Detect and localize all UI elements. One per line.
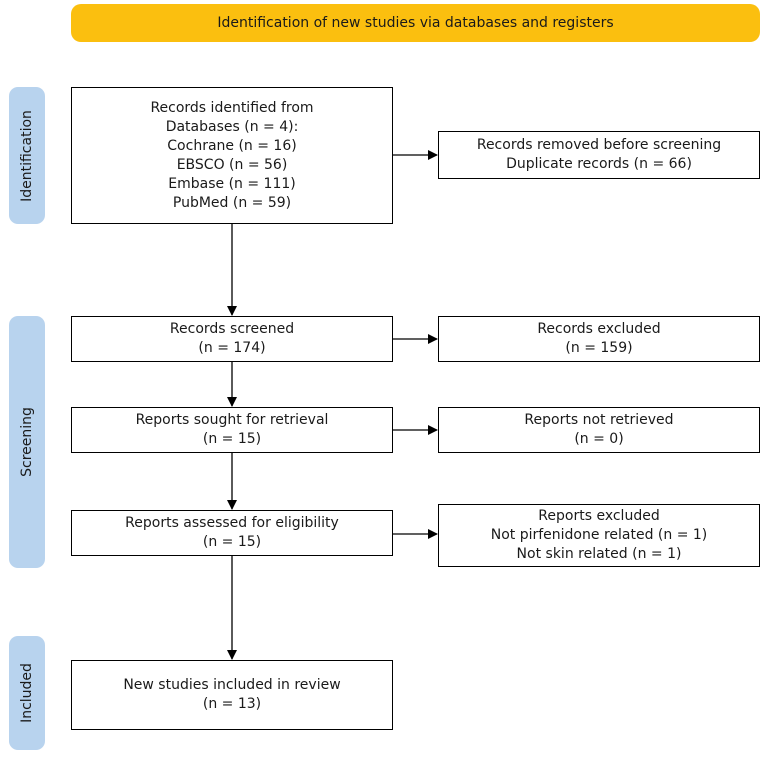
box-records-excluded: Records excluded (n = 159) (438, 316, 760, 362)
box-line: (n = 0) (574, 431, 624, 447)
header-banner: Identification of new studies via databa… (71, 4, 760, 42)
phase-screening: Screening (9, 316, 45, 568)
box-line: Reports assessed for eligibility (125, 515, 339, 531)
box-line: (n = 159) (565, 340, 633, 356)
box-studies-included: New studies included in review (n = 13) (71, 660, 393, 730)
box-line: Embase (n = 111) (168, 175, 296, 192)
box-line: (n = 174) (198, 340, 266, 356)
box-records-screened: Records screened (n = 174) (71, 316, 393, 362)
box-line: Reports not retrieved (524, 412, 674, 428)
box-line: New studies included in review (123, 677, 341, 693)
phase-included: Included (9, 636, 45, 750)
header-title: Identification of new studies via databa… (217, 15, 614, 31)
box-line: Records identified from (150, 99, 314, 116)
box-records-removed: Records removed before screening Duplica… (438, 131, 760, 179)
box-line: EBSCO (n = 56) (176, 156, 288, 173)
box-line: Not skin related (n = 1) (516, 546, 682, 562)
box-line: Records screened (169, 321, 295, 337)
phase-identification: Identification (9, 87, 45, 224)
box-reports-not-retrieved: Reports not retrieved (n = 0) (438, 407, 760, 453)
box-line: (n = 15) (202, 431, 262, 447)
box-reports-assessed: Reports assessed for eligibility (n = 15… (71, 510, 393, 556)
box-line: Reports excluded (538, 508, 660, 524)
box-line: (n = 13) (202, 696, 262, 712)
box-line: Not pirfenidone related (n = 1) (490, 527, 708, 543)
box-line: Records excluded (537, 321, 661, 337)
box-records-identified: Records identified from Databases (n = 4… (71, 87, 393, 224)
box-reports-sought: Reports sought for retrieval (n = 15) (71, 407, 393, 453)
box-reports-excluded: Reports excluded Not pirfenidone related… (438, 504, 760, 567)
box-line: Databases (n = 4): (165, 118, 299, 135)
box-line: PubMed (n = 59) (172, 194, 292, 211)
box-line: Duplicate records (n = 66) (506, 156, 692, 172)
box-line: Cochrane (n = 16) (167, 137, 297, 154)
box-line: Reports sought for retrieval (135, 412, 329, 428)
box-line: (n = 15) (202, 534, 262, 550)
box-line: Records removed before screening (476, 137, 722, 153)
